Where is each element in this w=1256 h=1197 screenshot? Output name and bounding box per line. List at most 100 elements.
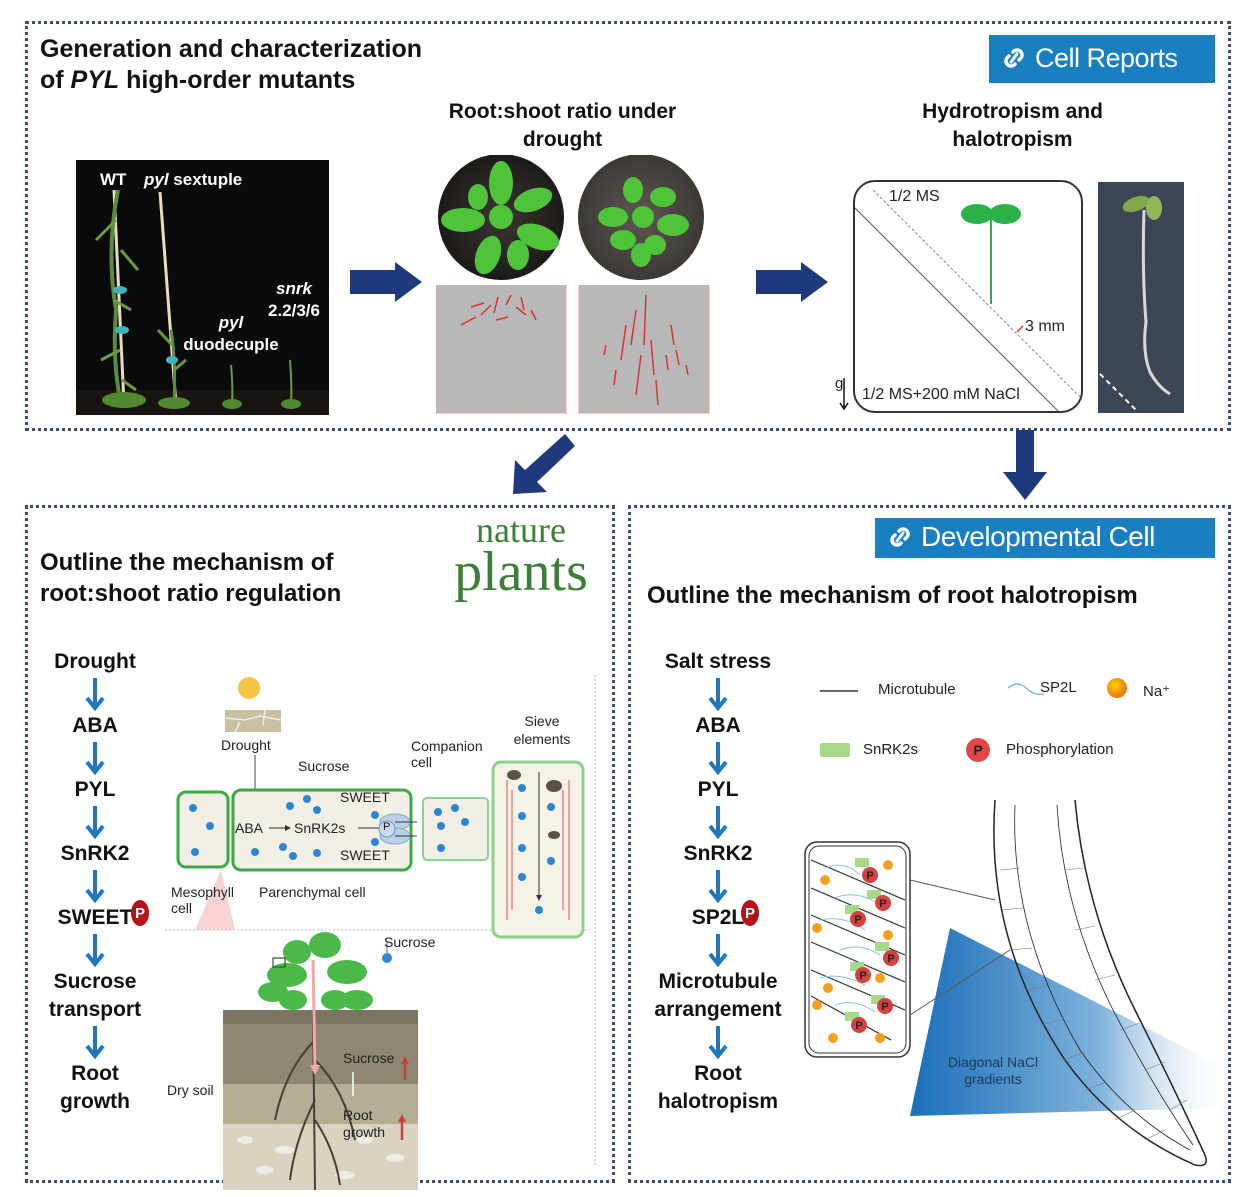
sweet-bottom-label: SWEET xyxy=(340,847,390,863)
halotropism-mechanism-panel xyxy=(628,505,1231,1183)
sp2l-legend-icon xyxy=(1007,683,1045,696)
pathway-node: Root growth xyxy=(60,1062,130,1113)
link-icon xyxy=(890,527,910,547)
svg-text:P: P xyxy=(881,1001,888,1013)
journal-name: Cell Reports xyxy=(1035,42,1178,73)
link-icon xyxy=(1004,48,1024,68)
phosphorylation-badge: P xyxy=(131,900,149,926)
flow-arrow-icon xyxy=(708,1026,728,1060)
sweet-top-label: SWEET xyxy=(340,789,390,805)
dry-soil-label: Dry soil xyxy=(167,1082,214,1098)
drought-label: Drought xyxy=(221,737,271,753)
mesophyll-cell xyxy=(176,790,230,869)
top-medium-label: 1/2 MS xyxy=(889,188,940,205)
flow-arrow-icon xyxy=(85,1026,105,1060)
root-scan-images xyxy=(436,285,710,414)
logo-line-2: plants xyxy=(454,541,588,603)
legend-sp2l: SP2L xyxy=(1040,679,1077,696)
pathway-node: Sucrose transport xyxy=(48,970,142,1021)
sieve-element xyxy=(491,760,585,939)
sucrose-label: Sucrose xyxy=(298,758,350,774)
sucrose-increase-label: Sucrose xyxy=(343,1050,395,1066)
flow-arrow-icon xyxy=(85,678,105,712)
microtubule-legend-icon xyxy=(820,690,858,692)
seedling-photo xyxy=(1098,182,1184,413)
pathway-node: SWEET xyxy=(57,906,133,929)
phosphorylation-badge: P xyxy=(741,900,759,926)
seedling-illustration xyxy=(1099,195,1171,413)
title-line-1: Outline the mechanism of xyxy=(40,549,334,576)
plate-diagram: 1/2 MS 3 mm 1/2 MS+200 mM NaCl xyxy=(853,180,1083,413)
companion-cell-label: Companion cell xyxy=(411,738,483,770)
plate-gradient-lines xyxy=(855,189,1081,411)
gravity-label: g xyxy=(835,375,844,392)
flow-arrow-icon xyxy=(85,806,105,840)
pathway-node: Drought xyxy=(54,650,136,673)
flow-arrow-icon xyxy=(708,806,728,840)
sextuple-label: pyl sextuple xyxy=(144,170,243,189)
wt-label: WT xyxy=(100,170,127,189)
bottom-medium-label: 1/2 MS+200 mM NaCl xyxy=(862,386,1020,403)
aba-label: ABA xyxy=(235,820,264,836)
dry-soil-icon xyxy=(225,710,281,732)
flow-arrow-icon xyxy=(85,934,105,968)
pathway-node: Salt stress xyxy=(664,650,772,673)
svg-text:P: P xyxy=(887,953,894,965)
legend-phosphorylation: Phosphorylation xyxy=(1006,741,1114,758)
parenchymal-cell xyxy=(231,788,413,872)
flow-arrow-icon xyxy=(708,934,728,968)
top-panel-title: Generation and characterization of PYL h… xyxy=(40,34,422,96)
logo-line-1: nature xyxy=(476,510,566,550)
salt-stress-pathway: Salt stress ABA PYL SnRK2 SP2L Microtubu… xyxy=(643,648,793,1116)
flow-arrow-icon xyxy=(708,742,728,776)
snrk2s-legend-icon xyxy=(820,743,850,757)
gap-label: 3 mm xyxy=(1025,318,1065,335)
pathway-node: SP2L xyxy=(691,906,745,929)
pathway-node: Root halotropism xyxy=(657,1062,779,1113)
sucrose-transport-diagram xyxy=(165,675,596,1190)
snrk2s-label: SnRK2s xyxy=(294,820,346,836)
sodium-ion-legend-icon xyxy=(1107,678,1127,698)
svg-text:P: P xyxy=(879,898,886,910)
rosette-photos xyxy=(438,155,704,280)
svg-text:P: P xyxy=(859,970,866,982)
flow-arrow-icon xyxy=(85,742,105,776)
pathway-node: ABA xyxy=(695,714,741,737)
gravity-arrow-icon xyxy=(839,378,849,411)
pathway-node: PYL xyxy=(697,778,739,801)
p-label: P xyxy=(383,821,391,833)
drought-pathway: Drought ABA PYL SnRK2 SWEET Sucrose tran… xyxy=(35,648,155,1116)
nature-plants-logo[interactable]: nature plants xyxy=(446,510,596,603)
right-arrow-icon xyxy=(756,262,828,302)
mesophyll-cell-label: Mesophyll cell xyxy=(171,884,235,916)
down-left-arrow-icon xyxy=(513,434,575,494)
hydrotropism-title: Hydrotropism and halotropism xyxy=(922,100,1103,151)
top-panel xyxy=(25,21,1231,431)
title-line-1: Generation and characterization xyxy=(40,35,423,63)
phospho-circles xyxy=(850,867,899,1033)
mutant-plants-illustration xyxy=(76,189,329,415)
flow-arrow-icon xyxy=(708,870,728,904)
svg-text:P: P xyxy=(855,1020,862,1032)
svg-text:P: P xyxy=(854,914,861,926)
flow-arrow-icon xyxy=(85,870,105,904)
parenchymal-cell-label: Parenchymal cell xyxy=(259,884,366,900)
phospho-marker xyxy=(378,820,396,838)
journal-name: Developmental Cell xyxy=(921,521,1155,552)
legend-microtubule: Microtubule xyxy=(878,681,956,698)
legend-sodium: Na⁺ xyxy=(1143,683,1171,700)
root-halotropism-illustration: P P P P P P P xyxy=(804,799,1225,1167)
mutant-root-scan xyxy=(578,285,710,414)
svg-text:P: P xyxy=(866,870,873,882)
pathway-node: PYL xyxy=(74,778,116,801)
title-line-2: root:shoot ratio regulation xyxy=(40,580,342,607)
right-panel-title: Outline the mechanism of root halotropis… xyxy=(647,582,1138,609)
sieve-elements-label: Sieve elements xyxy=(513,713,571,747)
legend: Microtubule SP2L Na⁺ SnRK2s P Phosphoryl… xyxy=(818,678,1198,768)
cell-reports-badge[interactable]: Cell Reports xyxy=(989,35,1215,83)
developmental-cell-badge[interactable]: Developmental Cell xyxy=(875,518,1215,558)
